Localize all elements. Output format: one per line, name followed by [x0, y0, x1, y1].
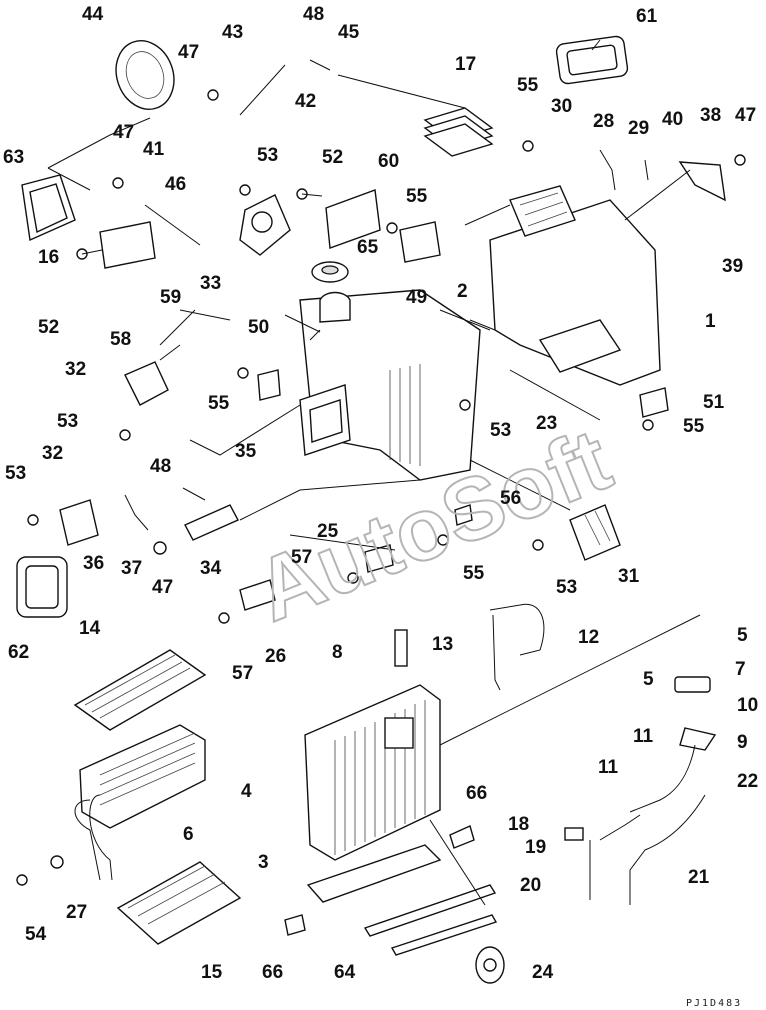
label-42: 42	[295, 91, 316, 112]
label-29: 29	[628, 118, 649, 139]
filters-and-seals	[16, 35, 629, 956]
label-55-a: 55	[517, 75, 539, 96]
label-31: 31	[618, 566, 640, 587]
label-55-e: 55	[463, 563, 485, 584]
label-26: 26	[265, 646, 286, 667]
label-25: 25	[317, 521, 339, 542]
label-35: 35	[235, 441, 257, 462]
label-57-b: 57	[232, 663, 253, 684]
label-53-a: 53	[257, 145, 278, 166]
label-63: 63	[3, 147, 24, 168]
label-65: 65	[357, 237, 379, 258]
label-17: 17	[455, 54, 476, 75]
label-53-c: 53	[490, 420, 511, 441]
label-44: 44	[82, 4, 104, 25]
label-66-a: 66	[466, 783, 487, 804]
label-39: 39	[722, 256, 743, 277]
label-52-a: 52	[322, 147, 343, 168]
actuators-and-motors	[59, 40, 621, 561]
label-21: 21	[688, 867, 710, 888]
label-49: 49	[406, 287, 427, 308]
label-4: 4	[241, 781, 252, 802]
label-38: 38	[700, 105, 721, 126]
pipes-and-valves	[475, 603, 717, 984]
label-11-b: 11	[598, 757, 619, 778]
label-13: 13	[432, 634, 453, 655]
label-47-a: 47	[178, 42, 199, 63]
label-6: 6	[183, 824, 194, 845]
label-53-e: 53	[556, 577, 577, 598]
label-33: 33	[200, 273, 221, 294]
label-5-b: 5	[643, 669, 654, 690]
label-18: 18	[508, 814, 529, 835]
heater-core	[74, 724, 206, 881]
label-10: 10	[737, 695, 758, 716]
label-16: 16	[38, 247, 59, 268]
label-52-b: 52	[38, 317, 59, 338]
label-11-a: 11	[633, 726, 654, 747]
label-59: 59	[160, 287, 181, 308]
label-48-b: 48	[150, 456, 171, 477]
label-53-d: 53	[5, 463, 26, 484]
label-57-a: 57	[291, 547, 312, 568]
label-32-a: 32	[65, 359, 86, 380]
label-55-d: 55	[683, 416, 705, 437]
label-27: 27	[66, 902, 87, 923]
part-labels: 44 43 48 45 61 47 17 42 55 30 28 29 40 3…	[3, 4, 758, 1009]
label-54: 54	[25, 924, 47, 945]
label-5-a: 5	[737, 625, 748, 646]
label-50: 50	[248, 317, 269, 338]
label-47-d: 47	[152, 577, 173, 598]
label-9: 9	[737, 732, 748, 753]
label-64: 64	[334, 962, 356, 983]
leader-lines	[47, 39, 701, 906]
label-60: 60	[378, 151, 399, 172]
label-34: 34	[200, 558, 222, 579]
label-53-b: 53	[57, 411, 78, 432]
label-56: 56	[500, 488, 521, 509]
label-28: 28	[593, 111, 614, 132]
label-66-b: 66	[262, 962, 283, 983]
label-36: 36	[83, 553, 104, 574]
label-51: 51	[703, 392, 725, 413]
label-62: 62	[8, 642, 29, 663]
label-45: 45	[338, 22, 360, 43]
label-1: 1	[705, 311, 716, 332]
page-code: PJ1D483	[686, 998, 742, 1009]
label-55-b: 55	[406, 186, 428, 207]
label-15: 15	[201, 962, 223, 983]
label-47-c: 47	[113, 122, 134, 143]
label-58: 58	[110, 329, 131, 350]
label-8: 8	[332, 642, 343, 663]
label-19: 19	[525, 837, 546, 858]
label-7: 7	[735, 659, 746, 680]
label-32-b: 32	[42, 443, 63, 464]
label-14: 14	[79, 618, 101, 639]
label-37: 37	[121, 558, 142, 579]
label-22: 22	[737, 771, 758, 792]
evaporator-core	[304, 684, 441, 861]
label-43: 43	[222, 22, 243, 43]
label-55-c: 55	[208, 393, 230, 414]
label-23: 23	[536, 413, 557, 434]
label-41: 41	[143, 139, 165, 160]
label-48-a: 48	[303, 4, 324, 25]
label-47-b: 47	[735, 105, 756, 126]
hardware-fasteners	[16, 59, 746, 886]
label-3: 3	[258, 852, 269, 873]
label-46: 46	[165, 174, 186, 195]
label-12: 12	[578, 627, 599, 648]
label-40: 40	[662, 109, 683, 130]
label-61: 61	[636, 6, 658, 27]
label-30: 30	[551, 96, 572, 117]
label-24: 24	[532, 962, 554, 983]
label-2: 2	[457, 281, 468, 302]
label-20: 20	[520, 875, 541, 896]
